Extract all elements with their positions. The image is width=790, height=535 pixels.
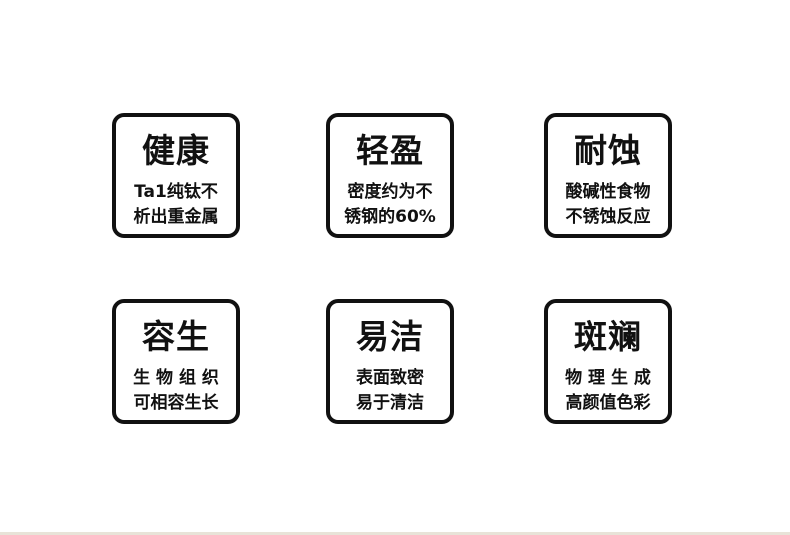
feature-card-light: 轻盈 密度约为不 锈钢的60% — [326, 113, 454, 238]
card-line: 锈钢的60% — [344, 207, 436, 227]
card-title: 耐蚀 — [574, 131, 642, 170]
card-line: 物 理 生 成 — [565, 368, 651, 388]
card-line: 高颜值色彩 — [565, 393, 651, 413]
card-title: 易洁 — [356, 317, 424, 356]
feature-card-health: 健康 Ta1纯钛不 析出重金属 — [112, 113, 240, 238]
card-line: 不锈蚀反应 — [565, 207, 651, 227]
bottom-strip — [0, 532, 790, 535]
card-line: 表面致密 — [356, 368, 424, 388]
card-title: 轻盈 — [356, 131, 424, 170]
card-line: Ta1纯钛不 — [134, 182, 218, 202]
feature-card-biocompatible: 容生 生 物 组 织 可相容生长 — [112, 299, 240, 424]
feature-card-easy-clean: 易洁 表面致密 易于清洁 — [326, 299, 454, 424]
card-line: 酸碱性食物 — [565, 182, 651, 202]
card-line: 易于清洁 — [356, 393, 424, 413]
card-line: 密度约为不 — [347, 182, 433, 202]
card-line: 生 物 组 织 — [133, 368, 219, 388]
feature-card-corrosion: 耐蚀 酸碱性食物 不锈蚀反应 — [544, 113, 672, 238]
card-line: 析出重金属 — [133, 207, 219, 227]
card-title: 健康 — [142, 131, 210, 170]
card-title: 容生 — [142, 317, 210, 356]
feature-card-colorful: 斑斓 物 理 生 成 高颜值色彩 — [544, 299, 672, 424]
card-line: 可相容生长 — [133, 393, 219, 413]
card-title: 斑斓 — [574, 317, 642, 356]
